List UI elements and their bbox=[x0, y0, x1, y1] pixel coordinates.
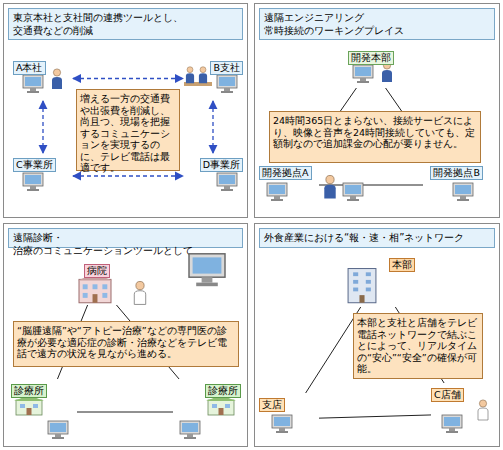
site-node: 本部 bbox=[341, 253, 415, 307]
callout-text: 24時間365日とまらない、接続サービスにより、映像と音声を24時間接続していて… bbox=[273, 115, 477, 150]
site-label: C店舗 bbox=[431, 388, 464, 402]
site-node: A本社 bbox=[13, 56, 73, 101]
site-label: D事業所 bbox=[200, 158, 243, 172]
site-label: 病院 bbox=[84, 264, 110, 278]
site-label: B支社 bbox=[210, 61, 243, 75]
scenario-panel: 遠隔診断・治療のコミュニケーションツールとして病院 “脳腫遠隔”や“アトピー治療”… bbox=[3, 223, 248, 447]
site-node: 支店 bbox=[259, 393, 319, 445]
callout-box: “脳腫遠隔”や“アトピー治療”などの専門医の診療が必要な適応症の診断・治療などを… bbox=[13, 321, 239, 367]
site-label: 本部 bbox=[389, 258, 415, 272]
scenario-panel: 外食産業における“報・速・相”ネットワーク本部本部と支社と店舗をテレビ電話ネット… bbox=[254, 223, 500, 447]
panel-title: 外食産業における“報・速・相”ネットワーク bbox=[259, 228, 495, 248]
scenario-panel: 遠隔エンジニアリング 常時接続のワーキングプレイス開発本部 24時間365日とまら… bbox=[254, 3, 500, 218]
callout-box: 24時間365日とまらない、接続サービスにより、映像と音声を24時間接続していて… bbox=[269, 111, 481, 163]
site-node: 病院 bbox=[61, 259, 133, 305]
site-node: 開発拠点B bbox=[423, 161, 483, 209]
callout-box: 増える一方の交通費や出張費を削減し、尚且つ、現場を把握するコミュニケーションを実… bbox=[76, 89, 180, 171]
site-node: B支社 bbox=[183, 56, 243, 101]
scenario-panel: 東京本社と支社間の連携ツールとし、 交通費などの削減 A本社 B支社 C事業所 D事業所… bbox=[3, 3, 248, 218]
site-label: 診療所 bbox=[11, 384, 47, 398]
callout-text: 本部と支社と店舗をテレビ電話ネットワークで結ぶことによって、リアルタイムの“安心… bbox=[357, 317, 479, 375]
site-label: 開発拠点B bbox=[430, 166, 483, 180]
site-node: 開発拠点A bbox=[259, 161, 319, 209]
site-label: 支店 bbox=[259, 398, 285, 412]
site-label: A本社 bbox=[13, 61, 46, 75]
site-label: 開発拠点A bbox=[259, 166, 312, 180]
panel-title: 遠隔エンジニアリング 常時接続のワーキングプレイス bbox=[259, 8, 495, 40]
panel-title: 遠隔診断・治療のコミュニケーションツールとして bbox=[8, 228, 243, 248]
site-node: 診療所 bbox=[173, 379, 241, 445]
callout-box: 本部と支社と店舗をテレビ電話ネットワークで結ぶことによって、リアルタイムの“安心… bbox=[353, 313, 483, 379]
callout-text: “脳腫遠隔”や“アトピー治療”などの専門医の診療が必要な適応症の診断・治療などを… bbox=[17, 325, 235, 360]
site-node: 診療所 bbox=[11, 379, 77, 445]
site-node: D事業所 bbox=[183, 153, 243, 199]
site-node: C店舗 bbox=[431, 383, 497, 445]
panel-title: 東京本社と支社間の連携ツールとし、 交通費などの削減 bbox=[8, 8, 243, 40]
site-label: 開発本部 bbox=[348, 51, 394, 65]
site-node: 開発本部 bbox=[336, 46, 406, 88]
callout-text: 増える一方の交通費や出張費を削減し、尚且つ、現場を把握するコミュニケーションを実… bbox=[80, 93, 176, 174]
site-label: 診療所 bbox=[205, 384, 241, 398]
site-label: C事業所 bbox=[13, 158, 56, 172]
site-node: C事業所 bbox=[13, 153, 73, 199]
